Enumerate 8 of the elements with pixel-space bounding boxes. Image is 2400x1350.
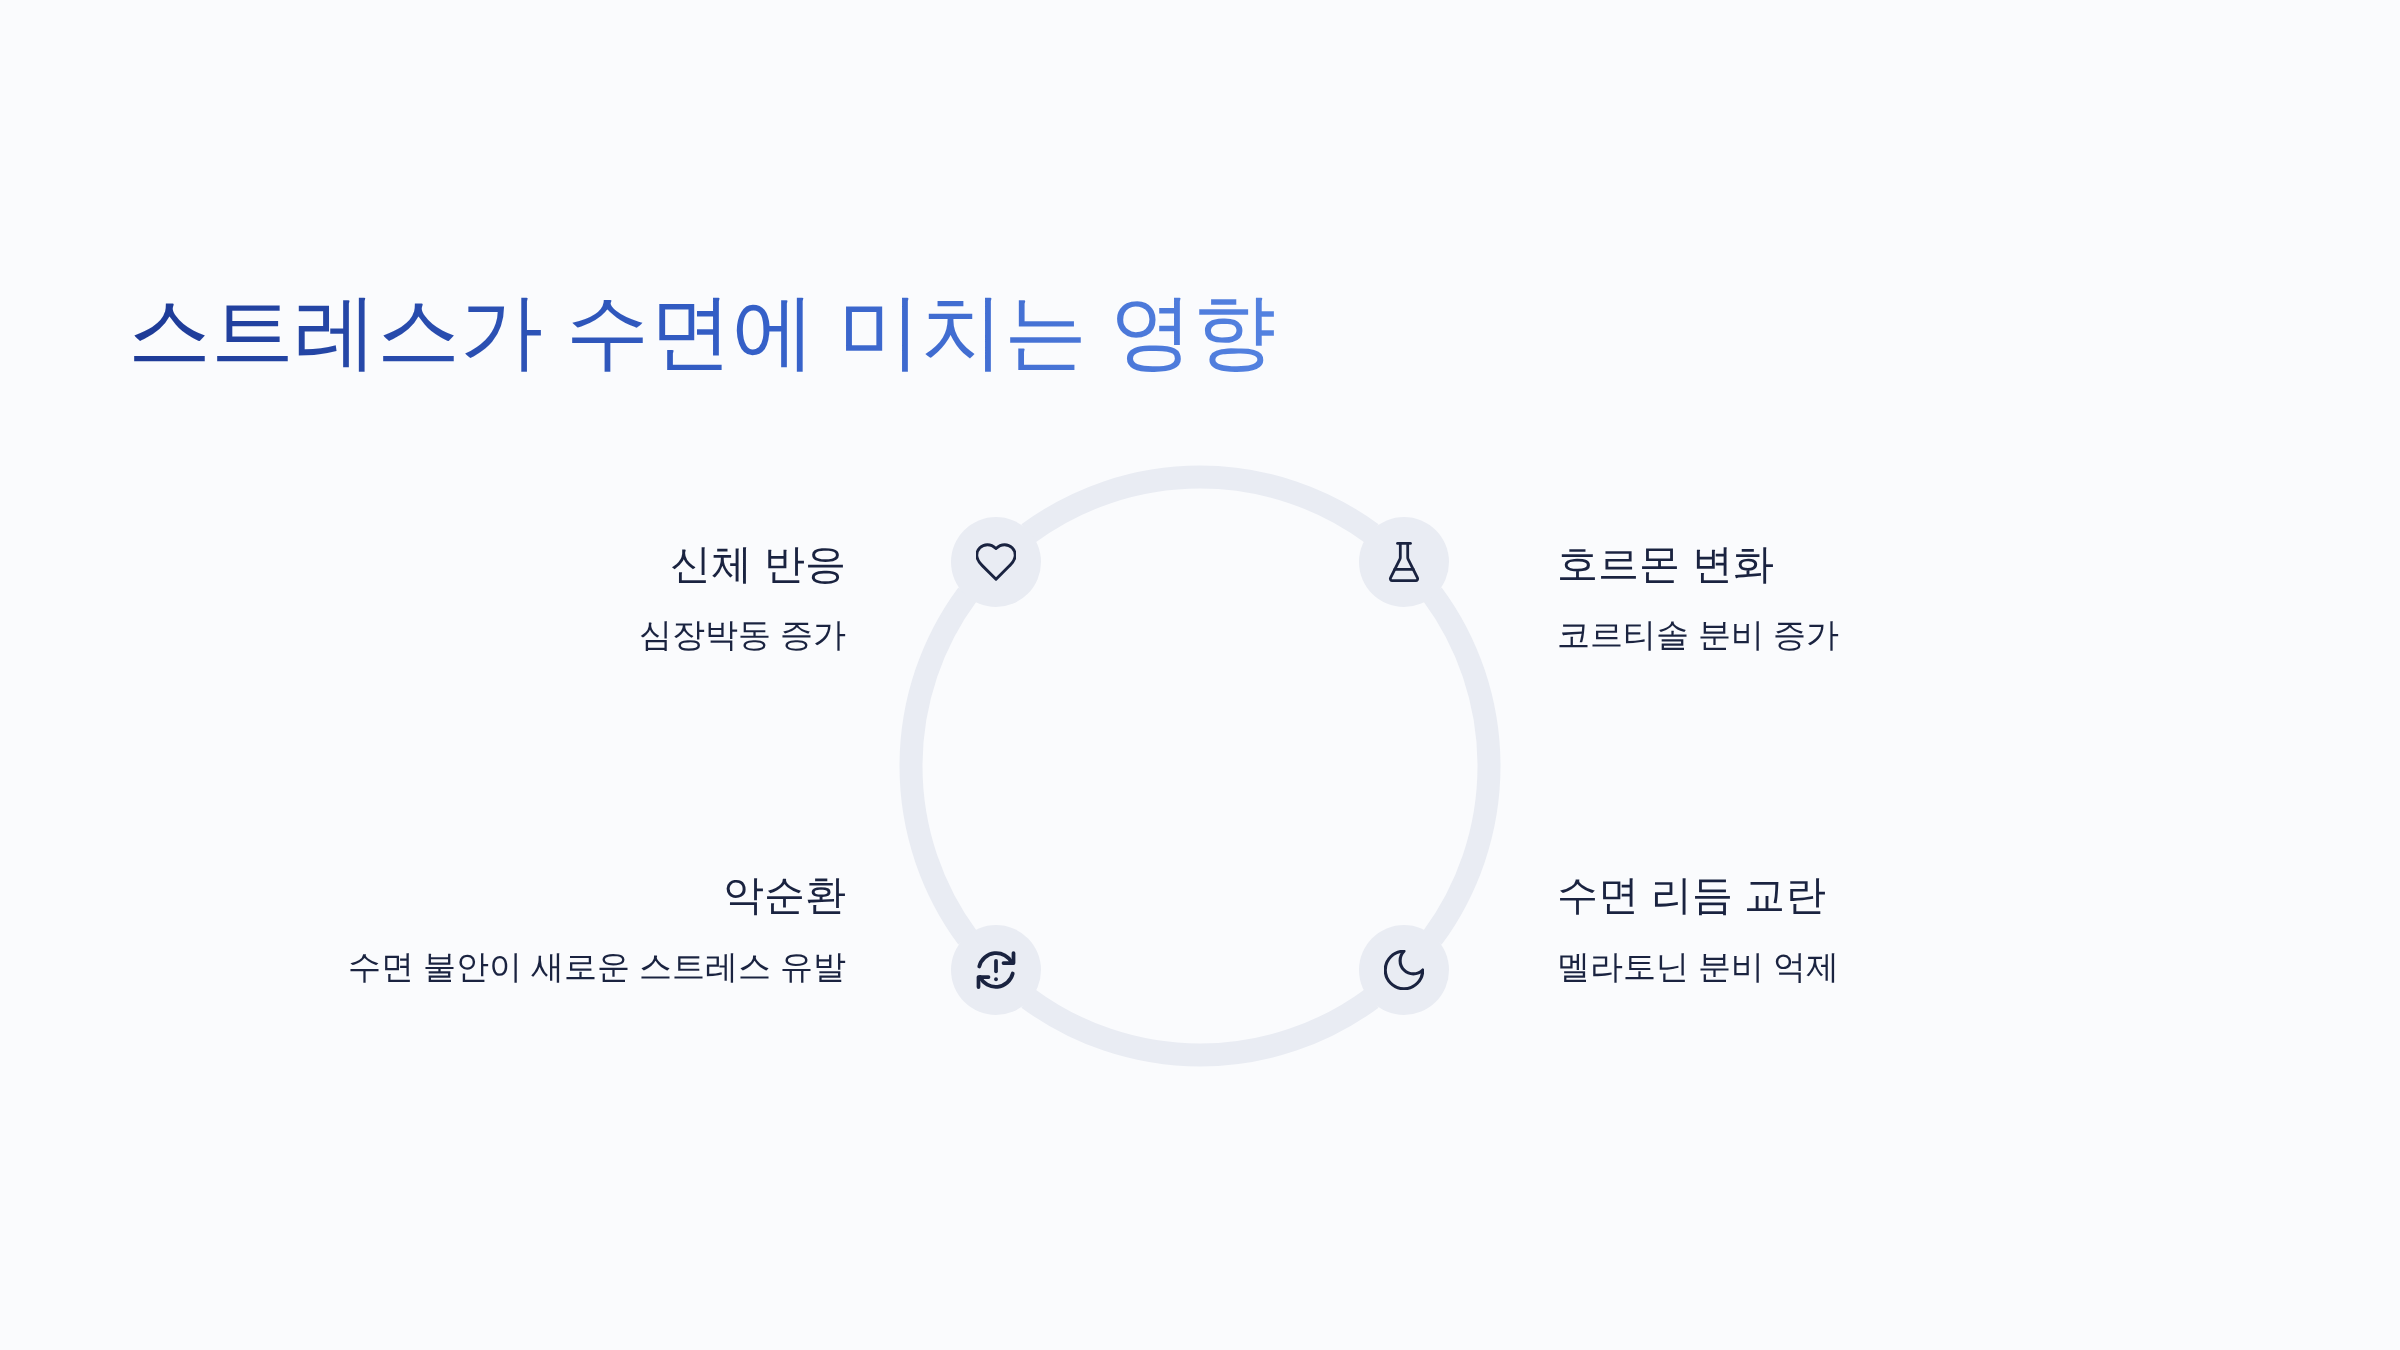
- step-heading: 신체 반응: [670, 539, 846, 589]
- step-heading: 수면 리듬 교란: [1557, 871, 1827, 921]
- step-description: 코르티솔 분비 증가: [1557, 615, 1840, 655]
- step-description: 심장박동 증가: [638, 615, 846, 655]
- step-heading: 호르몬 변화: [1557, 539, 1774, 589]
- step-description: 멜라토닌 분비 억제: [1557, 947, 1840, 987]
- step-heading: 악순환: [722, 871, 846, 921]
- step-description: 수면 불안이 새로운 스트레스 유발: [347, 947, 846, 987]
